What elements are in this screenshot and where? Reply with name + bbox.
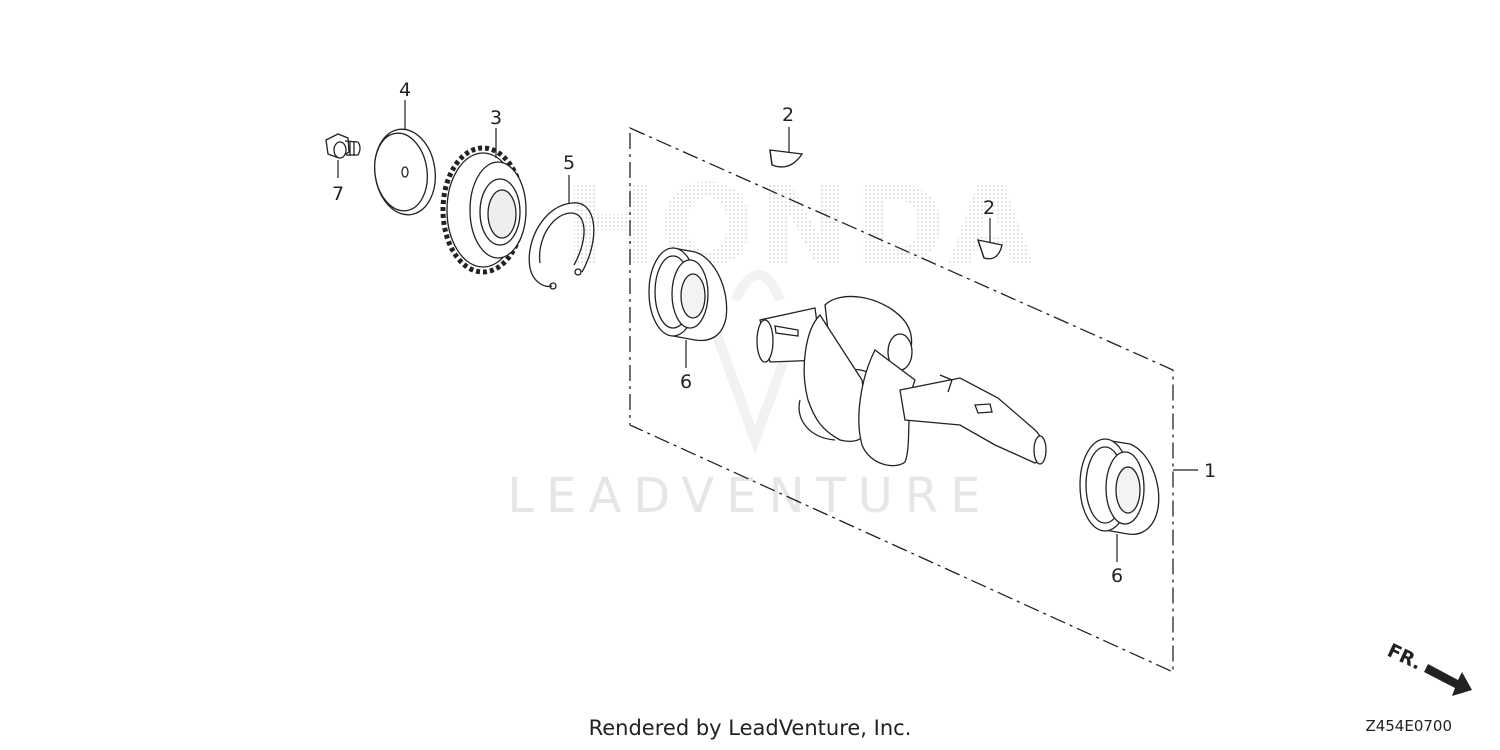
watermark-brand: HONDA bbox=[564, 162, 1036, 292]
callout-5: 5 bbox=[563, 152, 575, 174]
callout-1: 1 bbox=[1204, 460, 1216, 482]
callout-6-left: 6 bbox=[680, 371, 692, 393]
front-direction-indicator: FR. bbox=[1384, 640, 1472, 696]
callout-4: 4 bbox=[399, 79, 411, 101]
snap-ring-5[interactable] bbox=[528, 202, 595, 290]
watermark-logo bbox=[710, 270, 800, 455]
flange-bolt-7[interactable] bbox=[325, 133, 361, 159]
woodruff-key-2-top[interactable] bbox=[769, 149, 804, 168]
callout-3: 3 bbox=[490, 107, 502, 129]
front-label: FR. bbox=[1384, 640, 1425, 675]
ball-bearing-6-right[interactable] bbox=[1079, 438, 1160, 536]
footer-credit: Rendered by LeadVenture, Inc. bbox=[588, 716, 912, 740]
diagram-code: Z454E0700 bbox=[1365, 717, 1452, 735]
washer-plate-4[interactable] bbox=[369, 125, 440, 219]
callout-2-right: 2 bbox=[983, 197, 995, 219]
arrow-right-icon bbox=[1424, 664, 1472, 696]
timing-gear-3[interactable] bbox=[440, 145, 527, 275]
woodruff-key-2-right[interactable] bbox=[977, 239, 1003, 260]
callout-6-right: 6 bbox=[1111, 565, 1123, 587]
callout-2-top: 2 bbox=[782, 104, 794, 126]
crankshaft-1[interactable] bbox=[756, 295, 1047, 467]
ball-bearing-6-left[interactable] bbox=[648, 247, 728, 342]
watermark-company: LEADVENTURE bbox=[507, 468, 992, 524]
callout-7: 7 bbox=[332, 183, 344, 205]
